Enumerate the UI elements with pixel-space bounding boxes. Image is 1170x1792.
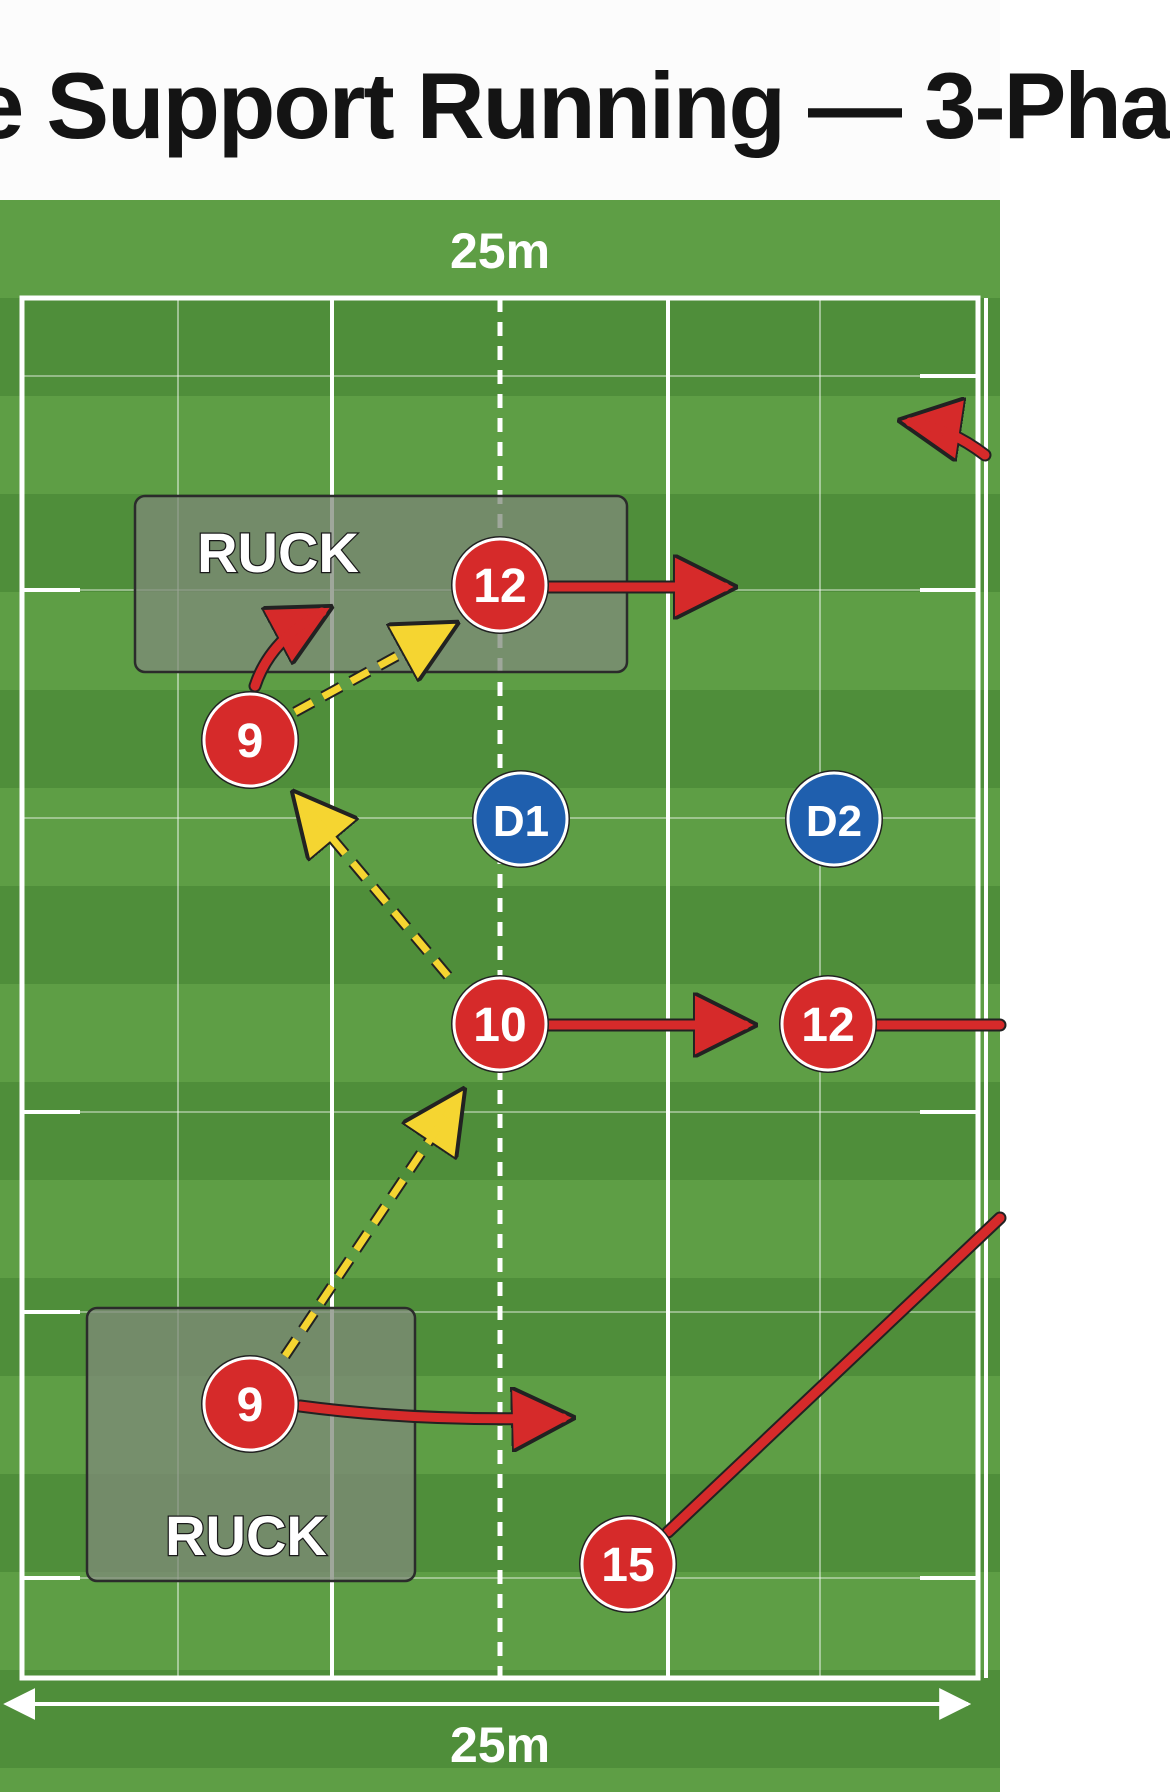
attacker-player: 12 <box>451 536 549 634</box>
run-arrow <box>248 612 322 693</box>
pass-arrow <box>292 628 448 717</box>
attacker-player: 12 <box>779 975 877 1073</box>
run-arrows <box>248 422 1007 1539</box>
player-number: 12 <box>801 999 854 1052</box>
player-number: 15 <box>601 1539 654 1592</box>
top-dimension-label: 25m <box>450 223 550 279</box>
attacker-player: 9 <box>201 691 299 789</box>
player-number: 12 <box>473 560 526 613</box>
grass-stripe <box>0 200 1000 298</box>
defending-players: D1 D2 <box>472 770 883 868</box>
defender-label: D1 <box>493 797 549 846</box>
bottom-dimension-label: 25m <box>450 1717 550 1773</box>
ruck-label: RUCK <box>165 1504 327 1567</box>
player-number: 10 <box>473 999 526 1052</box>
title-bar: e Support Running — 3-Pha <box>0 0 1170 200</box>
grass-stripe <box>0 1768 1000 1792</box>
run-arrow <box>293 1406 563 1419</box>
run-arrow <box>661 1211 1007 1539</box>
defender-label: D2 <box>806 797 862 846</box>
defender-player: D2 <box>785 770 883 868</box>
pass-arrows <box>280 628 458 1360</box>
defender-player: D1 <box>472 770 570 868</box>
pass-arrow <box>300 800 453 980</box>
rugby-pitch-diagram: 25m 25m RUCK RUCK <box>0 200 1007 1792</box>
pass-arrow <box>280 1098 458 1360</box>
ruck-label: RUCK <box>197 521 359 584</box>
dash-marks-left <box>22 588 80 1580</box>
diagram-title: e Support Running — 3-Pha <box>0 53 1170 158</box>
attacker-player: 10 <box>451 975 549 1073</box>
player-number: 9 <box>237 715 264 768</box>
dash-marks-right <box>920 374 978 1580</box>
attacker-player: 15 <box>579 1515 677 1613</box>
run-arrow <box>910 422 992 455</box>
player-number: 9 <box>237 1379 264 1432</box>
attacker-player: 9 <box>201 1355 299 1453</box>
attacking-players: 12 9 10 12 9 15 <box>201 536 877 1613</box>
